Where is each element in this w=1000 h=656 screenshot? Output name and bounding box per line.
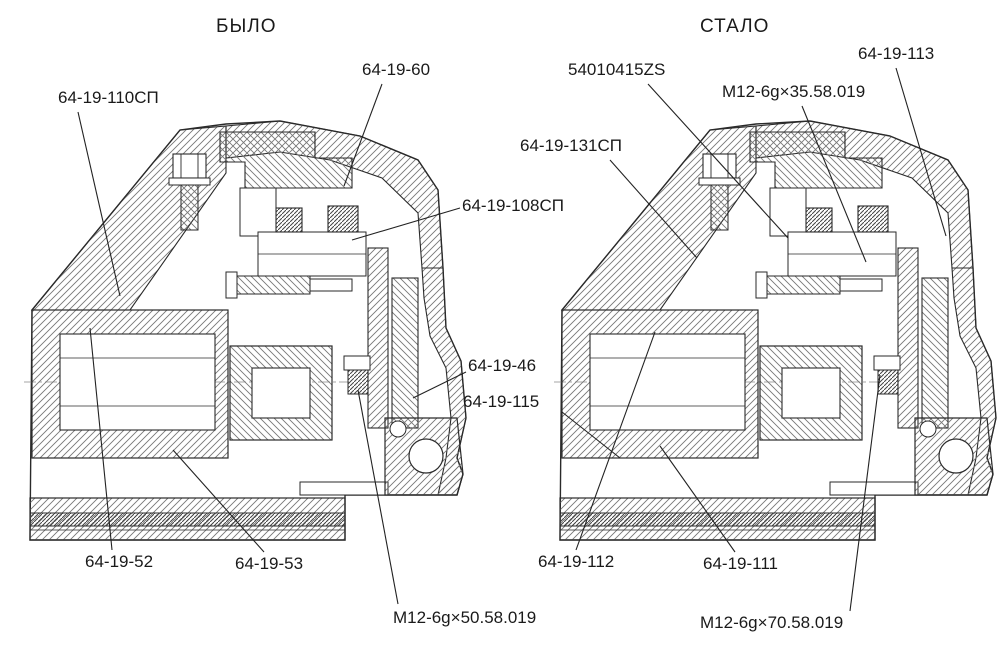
leader-line bbox=[351, 207, 461, 241]
title-before: БЫЛО bbox=[216, 16, 277, 37]
leader-line bbox=[659, 445, 736, 553]
leader-line bbox=[609, 159, 698, 259]
leader-line bbox=[895, 67, 947, 237]
leader-line bbox=[357, 389, 399, 605]
leader-line bbox=[343, 83, 383, 187]
title-after: СТАЛО bbox=[700, 16, 770, 37]
label-64-19-111: 64-19-111 bbox=[703, 554, 778, 573]
label-64-19-131sp: 64-19-131СП bbox=[520, 136, 622, 155]
label-64-19-46: 64-19-46 bbox=[468, 356, 537, 375]
label-54010415zs: 54010415ZS bbox=[568, 60, 666, 79]
leader-line bbox=[89, 327, 113, 551]
leader-line bbox=[849, 374, 881, 612]
assembly-after bbox=[553, 120, 997, 541]
label-64-19-53: 64-19-53 bbox=[235, 554, 304, 573]
label-64-19-52: 64-19-52 bbox=[85, 552, 154, 571]
label-64-19-110sp: 64-19-110СП bbox=[58, 88, 159, 107]
label-m12-70-bolt: М12-6g×70.58.019 bbox=[700, 613, 844, 632]
leader-line bbox=[172, 449, 265, 553]
label-64-19-60: 64-19-60 bbox=[362, 60, 431, 79]
label-64-19-112: 64-19-112 bbox=[538, 552, 615, 571]
leader-line bbox=[801, 105, 867, 263]
leader-line bbox=[561, 411, 621, 459]
leader-line bbox=[575, 331, 656, 551]
leader-line bbox=[647, 83, 789, 239]
label-64-19-108sp: 64-19-108СП bbox=[462, 196, 564, 215]
label-64-19-115: 64-19-115 bbox=[463, 392, 540, 411]
leader-lines bbox=[77, 67, 947, 612]
label-m12-35-bolt: М12-6g×35.58.019 bbox=[722, 82, 866, 101]
leader-line bbox=[77, 111, 121, 297]
leader-line bbox=[412, 371, 467, 399]
label-m12-50-bolt: М12-6g×50.58.019 bbox=[393, 608, 537, 627]
label-64-19-113: 64-19-113 bbox=[858, 44, 935, 63]
